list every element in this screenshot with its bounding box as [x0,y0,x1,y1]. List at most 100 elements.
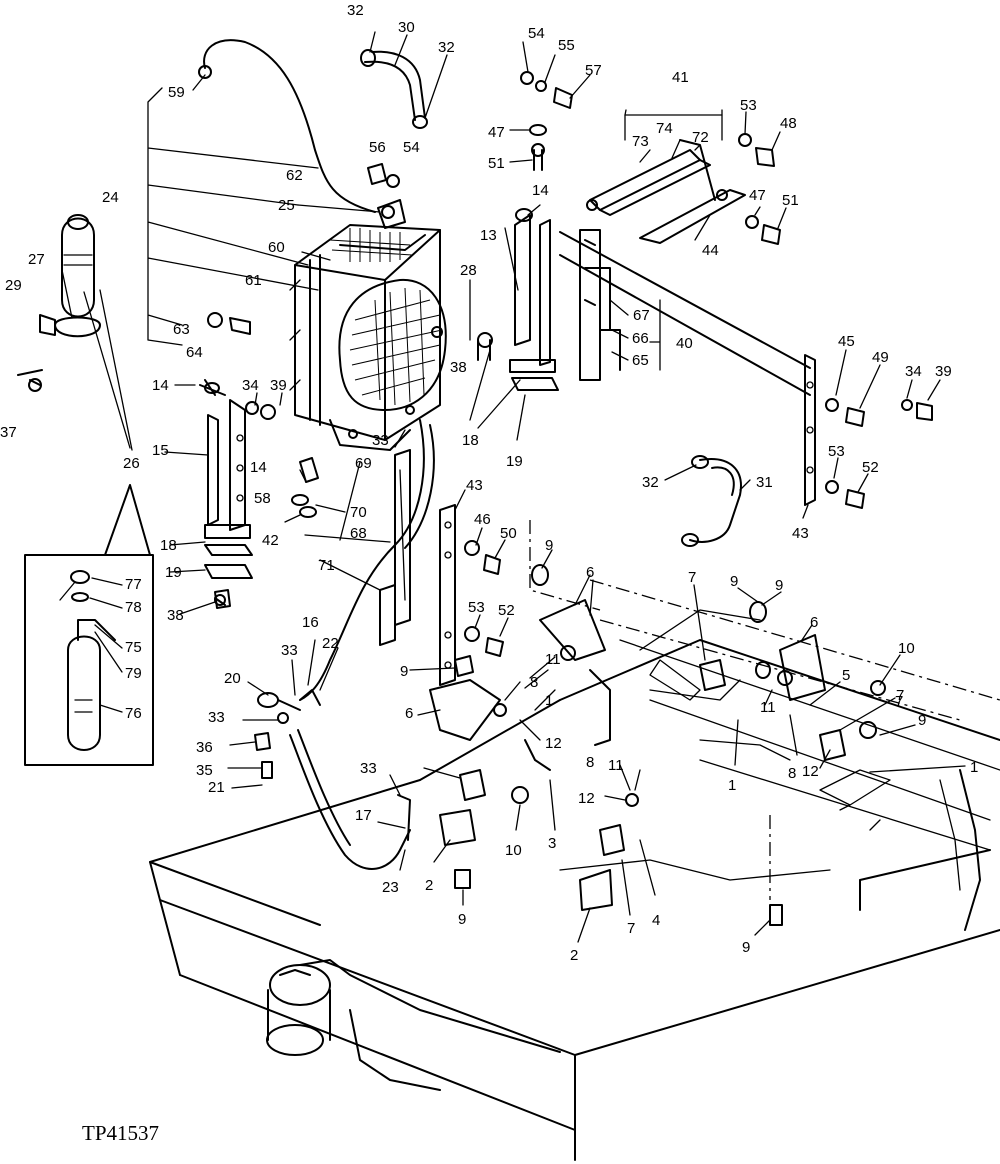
callout: 32 [642,474,659,491]
callout: 11 [608,757,624,774]
callout: 50 [500,525,517,542]
leader-lines [59,31,966,943]
callout: 47 [488,124,505,141]
callout: 53 [740,97,757,114]
callout: 79 [125,665,142,682]
callout: 14 [250,459,267,476]
overflow-tube [198,39,376,213]
callout: 31 [756,474,773,491]
callout: 16 [302,614,319,631]
upright-frames [477,143,621,391]
callout: 52 [862,459,879,476]
callout: 43 [792,525,809,542]
callout: 58 [254,490,271,507]
callout: 55 [558,37,575,54]
callout: 5 [842,667,850,684]
callout: 52 [498,602,515,619]
callout: 37 [0,424,17,441]
tie-rod [559,231,816,506]
callout: 33 [360,760,377,777]
callout: 11 [545,651,561,668]
callout: 20 [224,670,241,687]
callout: 51 [782,192,799,209]
callout: 72 [692,129,709,146]
callout: 47 [749,187,766,204]
callout: 53 [828,443,845,460]
callout: 53 [468,599,485,616]
callout: 25 [278,197,295,214]
callout: 33 [208,709,225,726]
callout-labels: 32 30 32 59 54 55 57 41 53 48 73 74 72 4… [0,2,978,964]
callout: 12 [578,790,595,807]
callout: 48 [780,115,797,132]
callout: 19 [165,564,182,581]
callout: 9 [458,911,466,928]
callout: 38 [450,359,467,376]
callout: 29 [5,277,22,294]
callout: 59 [168,84,185,101]
callout: 19 [506,453,523,470]
callout: 61 [245,272,262,289]
callout: 62 [286,167,303,184]
drain-hoses [289,419,435,870]
callout: 74 [656,120,673,137]
callout: 8 [788,765,796,782]
callout: 27 [28,251,45,268]
callout: 65 [632,352,649,369]
callout: 49 [872,349,889,366]
side-plates [439,504,456,686]
callout: 64 [186,344,203,361]
callout: 78 [125,599,142,616]
recovery-tank [17,214,101,392]
callout: 9 [918,712,926,729]
callout: 1 [545,692,553,709]
callout: 33 [281,642,298,659]
callout: 68 [350,525,367,542]
callout: 4 [652,912,660,929]
callout: 28 [460,262,477,279]
callout: 57 [585,62,602,79]
callout: 6 [586,564,594,581]
callout: 38 [167,607,184,624]
callout: 14 [152,377,169,394]
callout: 34 [242,377,259,394]
detail-inset [24,484,154,766]
callout: 9 [400,663,408,680]
hardware [207,71,933,926]
callout: 67 [633,307,650,324]
callout: 54 [528,25,545,42]
top-bracket [586,114,746,244]
callout: 32 [438,39,455,56]
callout: 26 [123,455,140,472]
callout: 12 [545,735,562,752]
sensor-assembly [257,689,321,724]
callout: 44 [702,242,719,259]
callout: 73 [632,133,649,150]
callout: 9 [775,577,783,594]
callout: 39 [270,377,287,394]
callout: 8 [530,674,538,691]
callout: 24 [102,189,119,206]
engine-mounts [429,564,886,911]
upper-radiator-hose [360,49,428,129]
lower-radiator-hose [681,455,742,547]
callout: 43 [466,477,483,494]
callout: 9 [742,939,750,956]
callout: 10 [898,640,915,657]
left-bracket [199,379,276,606]
callout: 7 [896,687,904,704]
callout: 10 [505,842,522,859]
callout: 14 [532,182,549,199]
callout: 41 [672,69,689,86]
callout: 23 [382,879,399,896]
callout: 46 [474,511,491,528]
callout: 66 [632,330,649,347]
radiator [289,199,447,451]
callout: 21 [208,779,225,796]
upperstructure-frame [149,520,1000,1161]
callout: 18 [160,537,177,554]
callout: 12 [802,763,819,780]
callout: 54 [403,139,420,156]
callout: 9 [545,537,553,554]
callout: 39 [935,363,952,380]
